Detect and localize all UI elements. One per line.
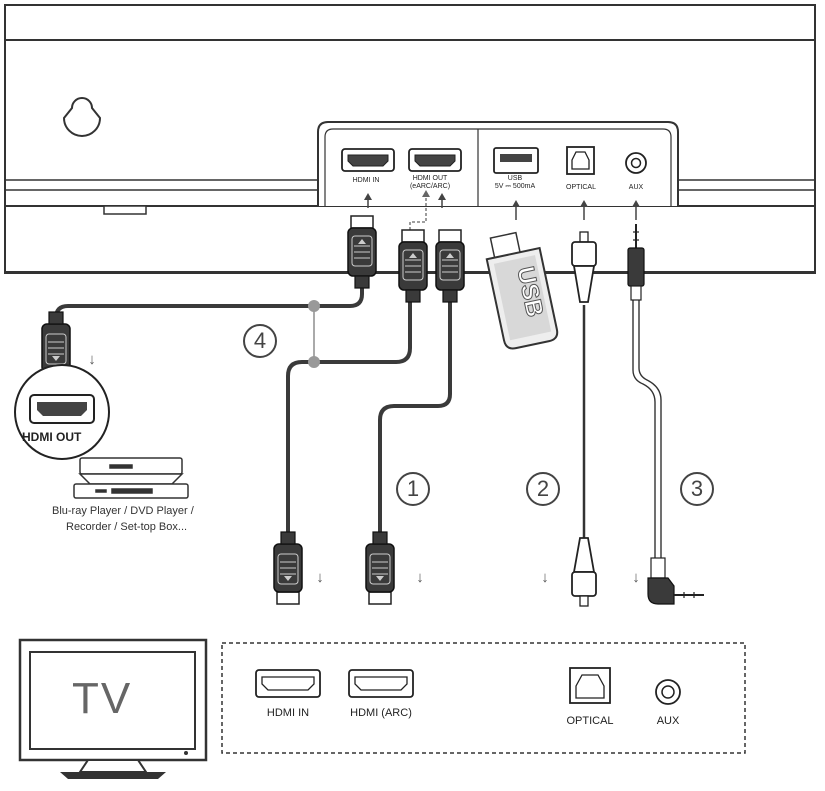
connection-number-1: 1 — [396, 472, 430, 506]
soundbar-usb-label: USB — [507, 175, 523, 182]
optical-plug-tv — [571, 537, 597, 607]
down-arrow-icon: ↓ — [541, 569, 549, 586]
source-device-caption-line1: Blu-ray Player / DVD Player / — [52, 505, 194, 517]
alternative-connection-dashed — [409, 196, 427, 235]
tv-aux-port[interactable] — [655, 679, 681, 705]
tv-optical-port[interactable] — [569, 667, 611, 704]
connection-number-4: 4 — [243, 324, 277, 358]
soundbar-hdmi-in-port[interactable] — [341, 148, 395, 172]
aux-plug-tv-right-angle — [647, 557, 704, 605]
blu-ray-player-icon — [73, 457, 189, 499]
tv-hdmi-in-port[interactable] — [255, 669, 321, 698]
source-hdmi-out-callout — [14, 364, 110, 460]
soundbar-hdmi-out-port[interactable] — [408, 148, 462, 172]
down-arrow-icon: ↓ — [88, 351, 96, 368]
plug-in-arrows — [364, 193, 640, 220]
hdmi-plug-tv-hdmi-arc — [365, 531, 395, 605]
tv-hdmi-in-label: HDMI IN — [266, 707, 310, 719]
soundbar-optical-port[interactable] — [566, 146, 595, 175]
hdmi-plug-to-hdmi-in — [347, 215, 377, 289]
tv-optical-label: OPTICAL — [566, 715, 614, 727]
tv-hdmi-arc-label: HDMI (ARC) — [350, 707, 412, 719]
cable-4-marker — [308, 300, 320, 368]
hdmi-plug-tv-hdmi-in — [273, 531, 303, 605]
hdmi-plug-to-hdmi-out-b — [435, 229, 465, 303]
keyhole-mount-icon — [62, 96, 102, 137]
soundbar-usb-port[interactable] — [493, 147, 539, 174]
connection-number-2: 2 — [526, 472, 560, 506]
hdmi-cables — [54, 268, 452, 542]
connection-number-3: 3 — [680, 472, 714, 506]
aux-plug-soundbar — [627, 224, 645, 301]
soundbar-optical-label: OPTICAL — [566, 184, 596, 191]
aux-cable — [632, 300, 662, 560]
tv-hdmi-arc-port[interactable] — [348, 669, 414, 698]
down-arrow-icon: ↓ — [316, 569, 324, 586]
tv-screen-text: TV — [72, 674, 133, 723]
down-arrow-icon: ↓ — [416, 569, 424, 586]
tv-icon — [18, 638, 208, 779]
down-arrow-icon: ↓ — [632, 569, 640, 586]
tv-aux-label: AUX — [656, 715, 680, 727]
soundbar-hdmi-out-sublabel: (eARC/ARC) — [409, 183, 451, 190]
soundbar-hdmi-in-label: HDMI IN — [352, 177, 380, 184]
soundbar-hdmi-out-label: HDMI OUT — [412, 175, 448, 182]
usb-stick — [485, 231, 559, 350]
source-hdmi-out-label: HDMI OUT — [22, 430, 82, 444]
hdmi-plug-to-hdmi-out-a — [398, 229, 428, 303]
soundbar-aux-port[interactable] — [625, 152, 647, 174]
optical-plug-soundbar — [571, 231, 597, 303]
soundbar-usb-sublabel: 5V ⎓ 500mA — [494, 183, 536, 190]
soundbar-aux-label: AUX — [628, 184, 644, 191]
source-device-caption-line2: Recorder / Set-top Box... — [66, 521, 188, 533]
